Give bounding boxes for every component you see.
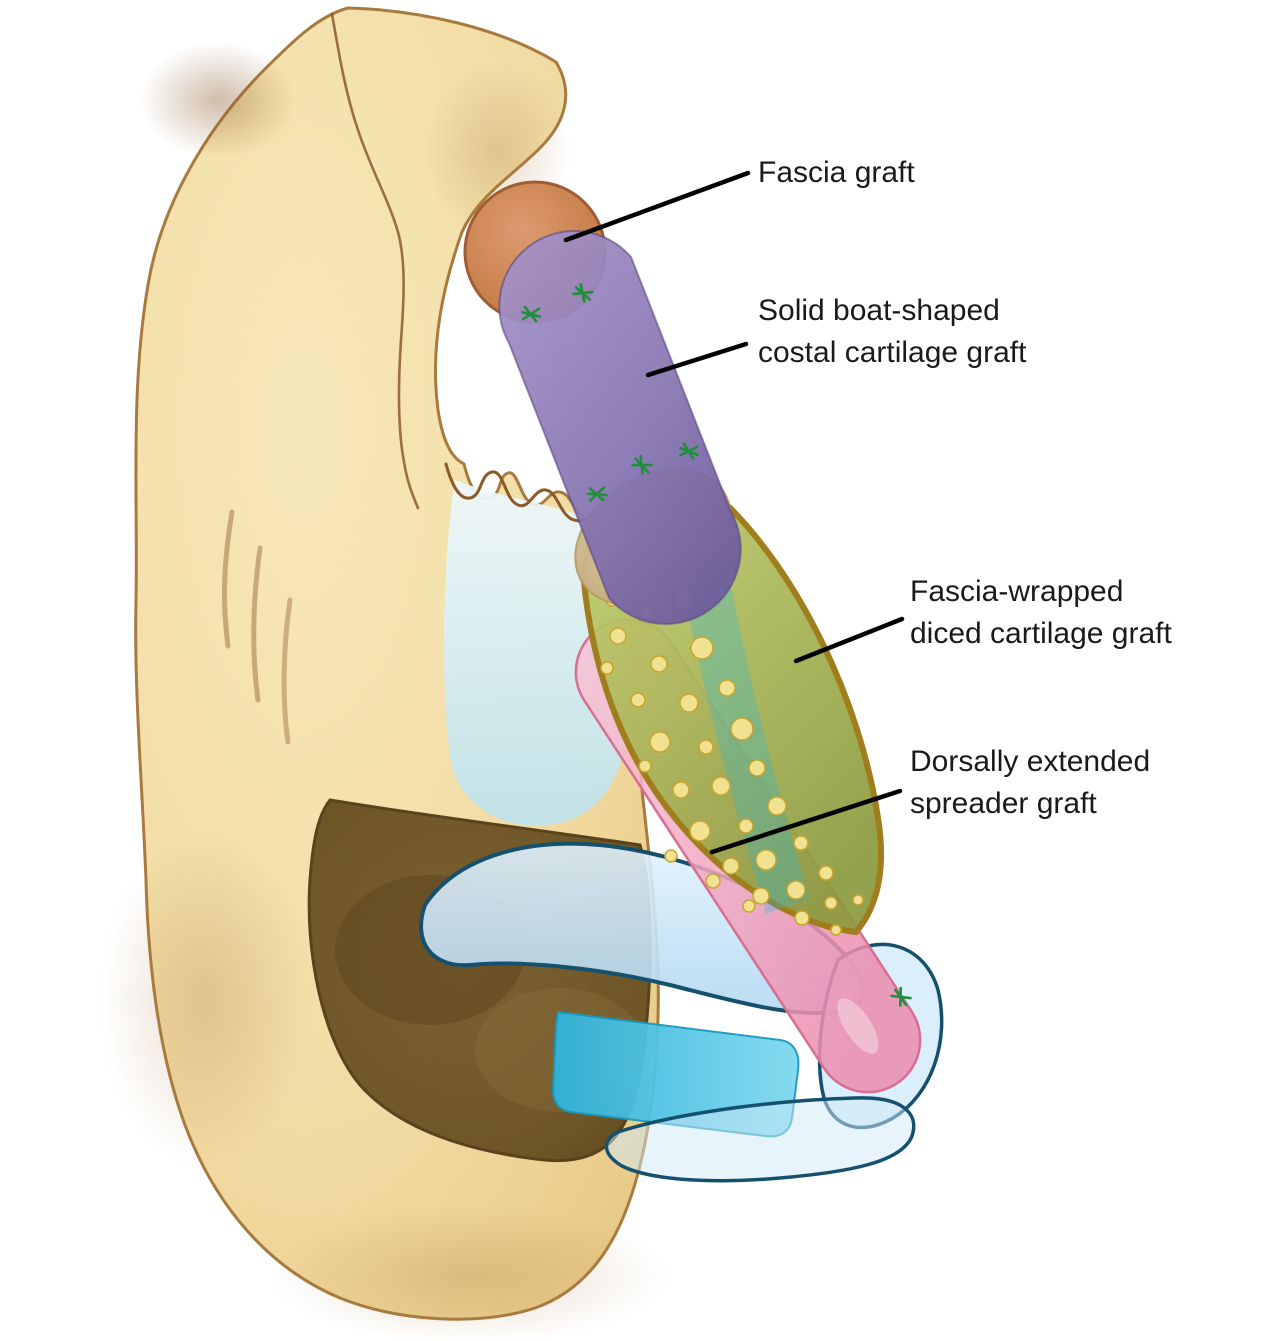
leader-line-costal-graft: [645, 341, 749, 378]
suture-stitch-icon: [586, 486, 608, 502]
diced-graft-label-line1: Fascia-wrapped: [910, 575, 1123, 608]
suture-stitch-icon: [572, 283, 594, 303]
annotations: Fascia graft Solid boat-shaped costal ca…: [563, 156, 1172, 855]
leader-line-diced-graft: [793, 616, 905, 664]
nose-anatomy: [100, 6, 944, 1341]
suture-stitch-icon: [890, 986, 912, 1007]
leader-line-fascia-graft: [563, 170, 751, 243]
costal-graft-label-line1: Solid boat-shaped: [758, 294, 1000, 327]
skin-wrinkle-line: [222, 509, 235, 649]
grafts: [463, 180, 922, 1183]
lower-lateral-cartilage-bottom: [604, 1096, 916, 1183]
suture-stitch-icon: [631, 454, 653, 475]
skin-wrinkle-line: [281, 597, 293, 745]
frontal-suture-crack-line: [330, 12, 420, 510]
suture-stitch-icon: [679, 442, 699, 460]
cheek-shading-patch: [100, 830, 310, 1170]
chin-shading-patch: [270, 1205, 670, 1341]
nasal-bone-lower-edge: [444, 462, 616, 524]
spreader-graft-label-line1: Dorsally extended: [910, 745, 1150, 778]
skin-wrinkle-line: [251, 545, 263, 703]
spreader-graft-highlight: [837, 998, 879, 1054]
spreader-graft-label-line2: spreader graft: [910, 787, 1097, 820]
costal-cartilage-graft: [498, 230, 742, 625]
leader-line-spreader-graft: [709, 788, 903, 855]
forehead-shading-patch: [140, 42, 296, 158]
diced-graft-label-line2: diced cartilage graft: [910, 617, 1172, 650]
diced-cartilage-dots: [600, 589, 864, 936]
suture-stitch-icon: [520, 306, 542, 323]
fascia-graft-label: Fascia graft: [758, 156, 915, 189]
costal-graft-label-line2: costal cartilage graft: [758, 336, 1027, 369]
